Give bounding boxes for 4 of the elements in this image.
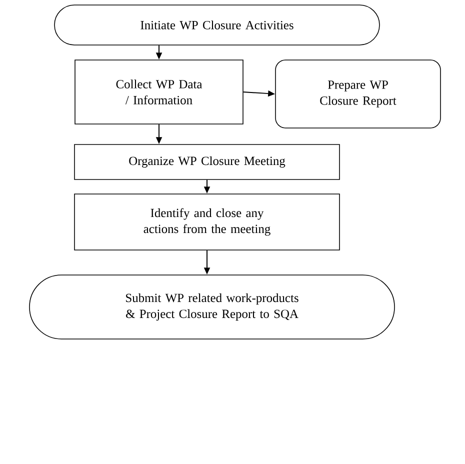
process-box: Collect WP Data / Information [74, 60, 244, 124]
process-box: Organize WP Closure Meeting [74, 144, 340, 180]
process-box: Identify and close any actions from the meeting [74, 194, 340, 250]
output-box: Prepare WP Closure Report [275, 60, 441, 128]
